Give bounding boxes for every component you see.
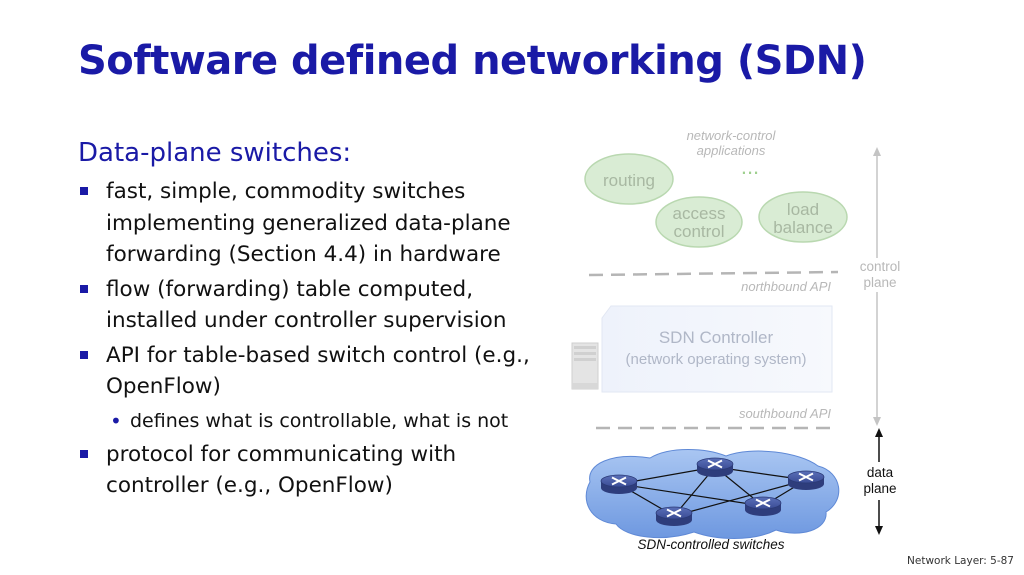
square-bullet-icon bbox=[80, 284, 88, 293]
switch-router-icon bbox=[744, 496, 782, 517]
control-plane-label-1: control bbox=[860, 259, 901, 274]
app-access-label-1: access bbox=[673, 204, 726, 223]
app-load-label-2: balance bbox=[773, 218, 833, 237]
sub-bullet-item: • defines what is controllable, what is … bbox=[78, 406, 558, 436]
switch-network-cloud bbox=[585, 449, 840, 539]
app-load-label-1: load bbox=[787, 200, 819, 219]
apps-ellipsis: ... bbox=[741, 154, 759, 179]
switch-router-icon bbox=[787, 470, 825, 491]
bullet-item: fast, simple, commodity switches impleme… bbox=[78, 176, 558, 271]
data-plane-label-1: data bbox=[867, 465, 894, 480]
apps-label-line1: network-control bbox=[687, 128, 777, 143]
bullet-text: fast, simple, commodity switches impleme… bbox=[106, 179, 511, 267]
controller-title: SDN Controller bbox=[659, 328, 774, 347]
southbound-api-label: southbound API bbox=[739, 406, 831, 421]
app-access-control: access control bbox=[655, 196, 743, 248]
northbound-api-line bbox=[588, 270, 839, 277]
app-load-balance: load balance bbox=[758, 191, 848, 243]
app-access-label-2: control bbox=[673, 222, 724, 241]
switches-caption: SDN-controlled switches bbox=[637, 537, 784, 552]
bullet-text: protocol for communicating with controll… bbox=[106, 441, 457, 499]
northbound-api-label: northbound API bbox=[741, 279, 831, 294]
bullet-text: flow (forwarding) table computed, instal… bbox=[106, 276, 507, 334]
bullet-item: flow (forwarding) table computed, instal… bbox=[78, 274, 558, 337]
apps-label-line2: applications bbox=[697, 143, 766, 158]
square-bullet-icon bbox=[80, 449, 88, 458]
switch-router-icon bbox=[696, 457, 734, 478]
bullet-item: protocol for communicating with controll… bbox=[78, 439, 558, 502]
sdn-controller-box: SDN Controller (network operating system… bbox=[601, 305, 833, 393]
app-routing-label: routing bbox=[603, 171, 655, 190]
bullet-item: API for table-based switch control (e.g.… bbox=[78, 340, 558, 403]
square-bullet-icon bbox=[80, 350, 88, 359]
sub-bullet-text: defines what is controllable, what is no… bbox=[130, 409, 509, 432]
app-routing: routing bbox=[584, 153, 674, 205]
section-heading: Data-plane switches: bbox=[78, 138, 352, 168]
control-plane-label-2: plane bbox=[863, 275, 896, 290]
bullet-list: fast, simple, commodity switches impleme… bbox=[78, 176, 558, 505]
controller-subtitle: (network operating system) bbox=[626, 351, 807, 368]
switch-router-icon bbox=[655, 506, 693, 527]
bullet-text: API for table-based switch control (e.g.… bbox=[106, 342, 530, 400]
data-plane-label-2: plane bbox=[863, 481, 896, 496]
control-plane-arrow bbox=[873, 147, 881, 426]
switch-router-icon bbox=[600, 474, 638, 495]
server-icon bbox=[571, 342, 599, 390]
slide-title: Software defined networking (SDN) bbox=[78, 38, 867, 84]
data-plane-arrow bbox=[875, 428, 883, 535]
dot-bullet-icon: • bbox=[110, 408, 122, 433]
square-bullet-icon bbox=[80, 187, 88, 195]
footer-page-label: Network Layer: 5-87 bbox=[907, 555, 1014, 567]
